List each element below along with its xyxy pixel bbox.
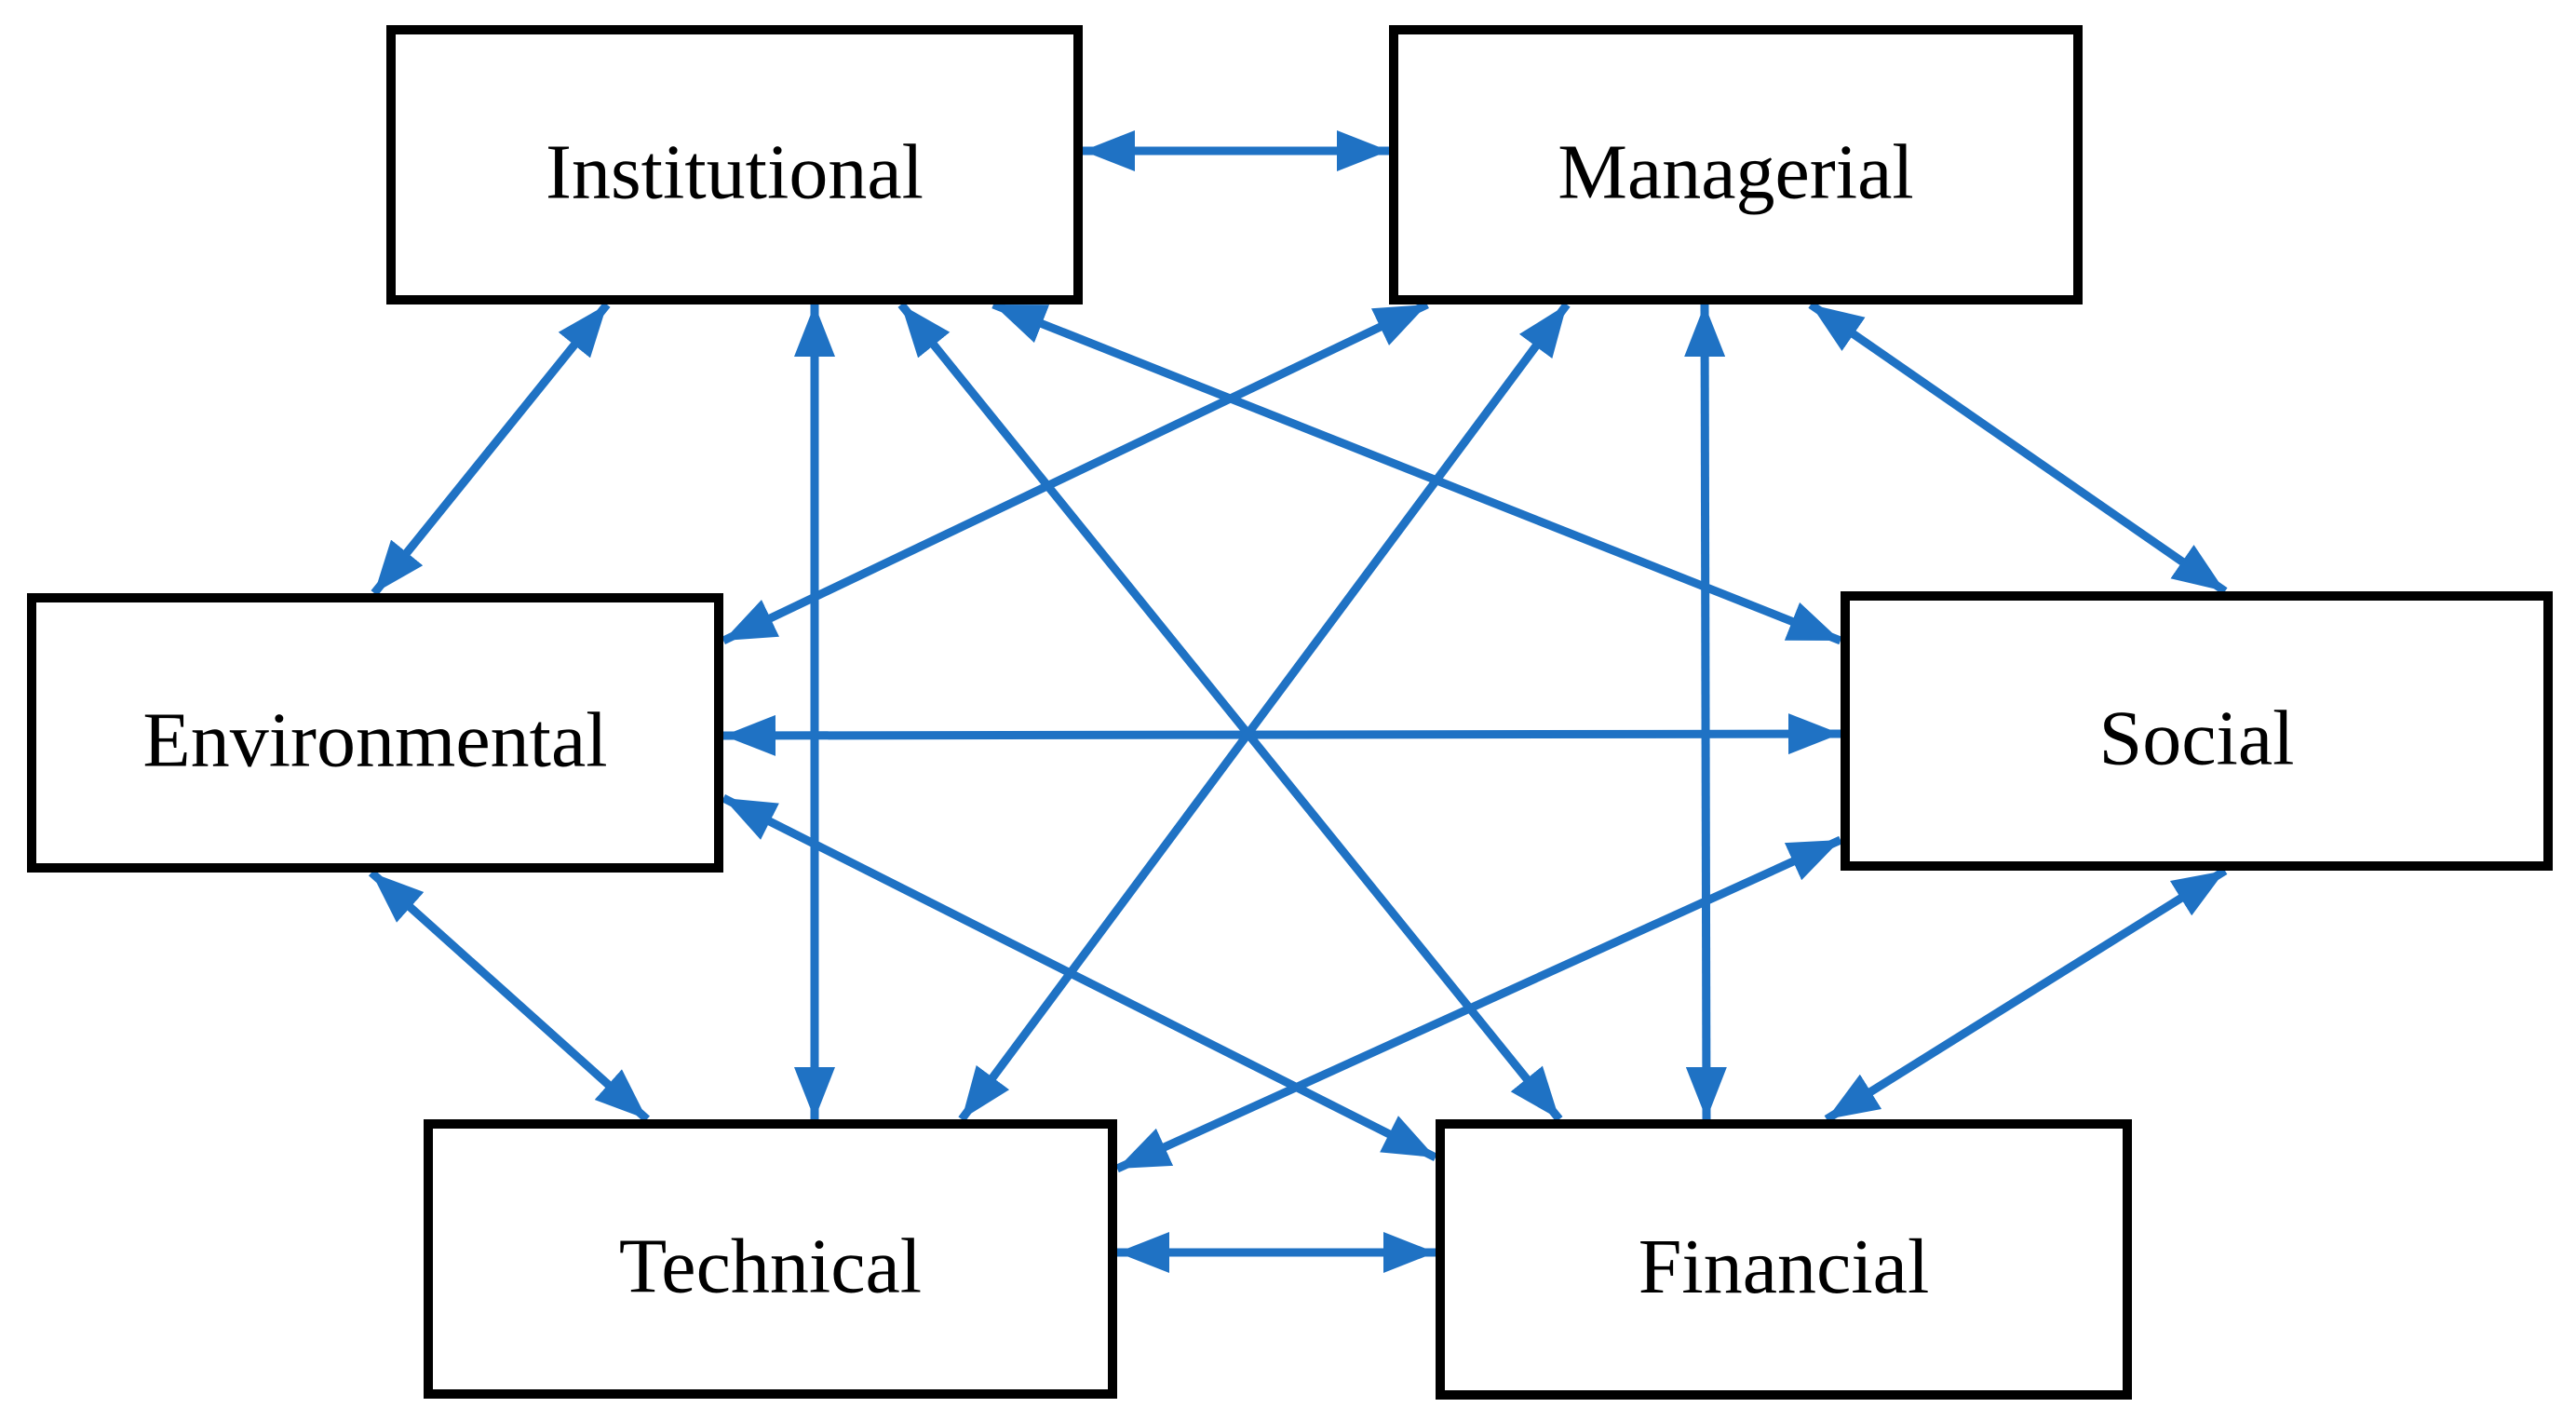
edge-environmental-technical	[368, 869, 651, 1123]
node-box-institutional	[386, 25, 1083, 304]
edge-financial-social	[1824, 867, 2228, 1123]
node-label-managerial: Managerial	[1558, 129, 1913, 216]
edge-managerial-social	[1808, 301, 2228, 595]
edge-managerial-technical	[958, 302, 1571, 1122]
node-label-institutional: Institutional	[546, 129, 924, 216]
node-label-technical: Technical	[619, 1224, 922, 1310]
edge-environmental-social	[722, 713, 1841, 756]
node-label-financial: Financial	[1639, 1224, 1930, 1310]
node-box-social	[1841, 591, 2553, 871]
edge-institutional-environmental	[371, 302, 611, 596]
node-social: Social	[1841, 591, 2553, 871]
node-box-managerial	[1389, 25, 2083, 304]
node-box-technical	[424, 1119, 1117, 1399]
node-institutional: Institutional	[386, 25, 1083, 304]
edges-layer	[368, 130, 2228, 1273]
node-label-social: Social	[2099, 696, 2295, 782]
node-box-environmental	[27, 593, 723, 873]
node-box-financial	[1436, 1119, 2132, 1400]
node-managerial: Managerial	[1389, 25, 2083, 304]
edge-managerial-financial	[1684, 304, 1727, 1120]
node-financial: Financial	[1436, 1119, 2132, 1400]
node-label-environmental: Environmental	[142, 697, 607, 784]
node-environmental: Environmental	[27, 593, 723, 873]
node-technical: Technical	[424, 1119, 1117, 1399]
